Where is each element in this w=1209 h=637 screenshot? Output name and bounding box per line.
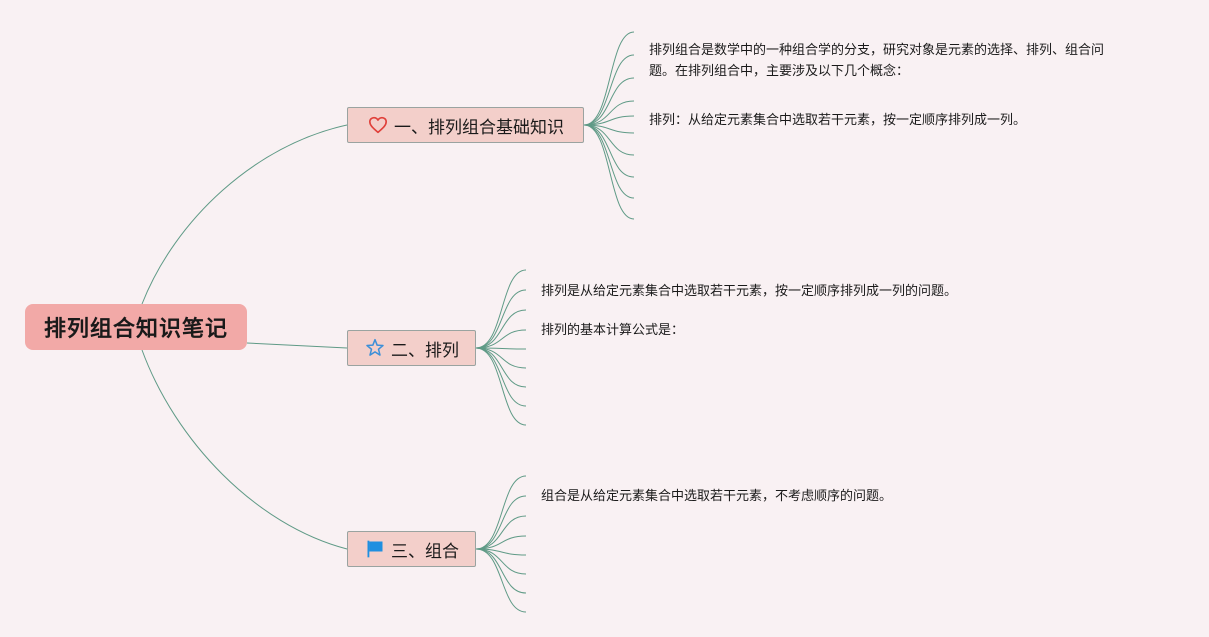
star-icon — [364, 337, 386, 359]
note-text: 排列：从给定元素集合中选取若干元素，按一定顺序排列成一列。 — [649, 113, 1027, 128]
fan-b1 — [583, 31, 635, 220]
note-text: 组合是从给定元素集合中选取若干元素，不考虑顺序的问题。 — [541, 489, 893, 504]
note-text: 排列的基本计算公式是： — [541, 323, 685, 338]
branch-basics-label: 一、排列组合基础知识 — [394, 117, 564, 138]
note-text: 排列组合是数学中的一种组合学的分支，研究对象是元素的选择、排列、组合问 — [649, 43, 1105, 58]
connector-root-b3 — [141, 349, 348, 550]
heart-icon — [367, 114, 389, 136]
branch-combination-label: 三、组合 — [391, 541, 459, 562]
flag-icon — [364, 538, 386, 560]
branch-permutation-label: 二、排列 — [391, 340, 459, 361]
note-text: 题。在排列组合中，主要涉及以下几个概念： — [649, 64, 910, 79]
branch-permutation[interactable]: 二、排列 — [347, 330, 476, 366]
central-topic-label: 排列组合知识笔记 — [43, 317, 228, 342]
fan-b3 — [475, 475, 527, 613]
branch-combination[interactable]: 三、组合 — [347, 531, 476, 567]
connector-root-b2 — [246, 342, 348, 349]
branch-basics[interactable]: 一、排列组合基础知识 — [347, 107, 584, 143]
fan-b2 — [475, 269, 527, 426]
note-text: 排列是从给定元素集合中选取若干元素，按一定顺序排列成一列的问题。 — [541, 284, 958, 299]
connector-root-b1 — [141, 124, 348, 305]
central-topic[interactable]: 排列组合知识笔记 — [25, 304, 247, 350]
